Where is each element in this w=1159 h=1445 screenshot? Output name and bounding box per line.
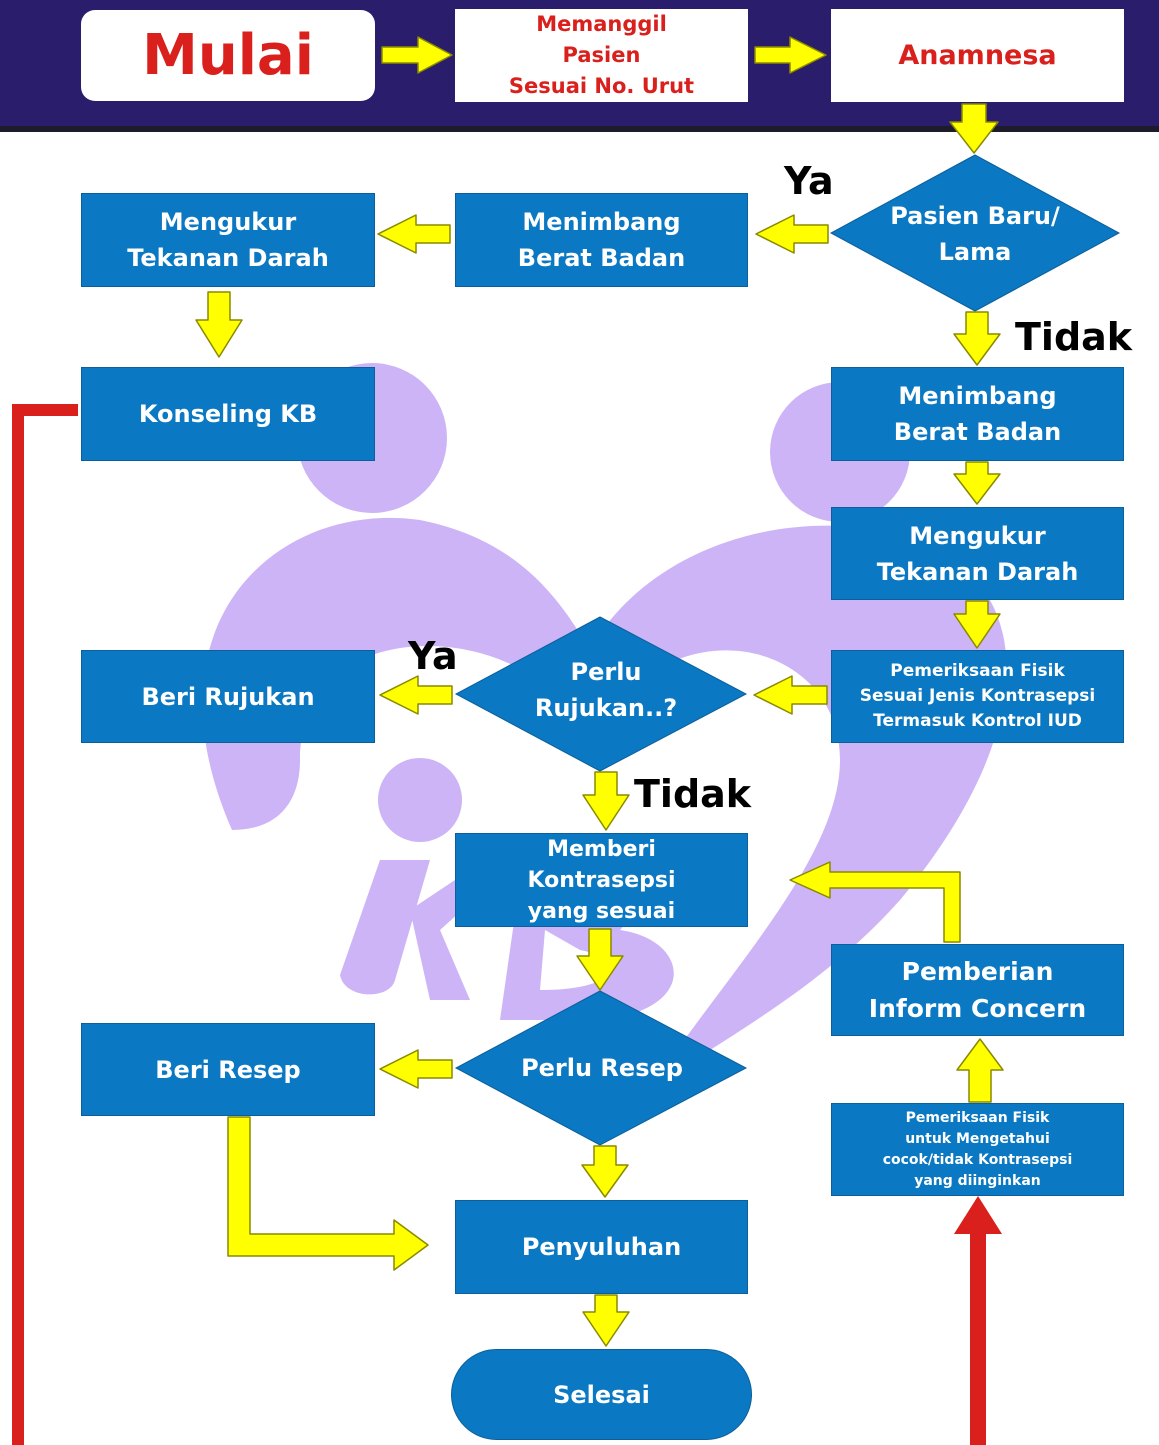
arrow-referral-to-give: [379, 675, 453, 715]
arrow-exam-to-referral: [753, 675, 828, 715]
arrow-education-to-finish: [582, 1294, 630, 1347]
referral-decision-label: Perlu Rujukan..?: [534, 658, 678, 722]
arrow-call-to-anamnesis: [754, 36, 827, 74]
arrow-contraception-to-prescription: [576, 928, 624, 991]
arrow-decision-to-weigh-existing: [953, 311, 1001, 366]
arrow-prescription-to-education: [581, 1145, 629, 1198]
arrow-give-prescription-to-education: [227, 1116, 429, 1271]
yes-label-patient-type: Ya: [784, 159, 834, 203]
anamnesis-node: Anamnesa: [831, 9, 1124, 102]
arrow-referral-to-contraception: [582, 771, 630, 831]
finish-node: Selesai: [451, 1349, 752, 1440]
diamond-patient-type: [829, 154, 1121, 312]
arrow-start-to-call: [381, 36, 453, 74]
measure-blood-pressure-existing-node: Mengukur Tekanan Darah: [831, 507, 1124, 600]
education-node: Penyuluhan: [455, 1200, 748, 1294]
arrow-prescription-to-give: [379, 1049, 453, 1089]
start-node: Mulai: [81, 10, 375, 101]
give-prescription-node: Beri Resep: [81, 1023, 375, 1116]
header-edge: [0, 126, 1159, 132]
no-label-patient-type: Tidak: [1015, 315, 1133, 359]
call-patient-node: Memanggil Pasien Sesuai No. Urut: [455, 9, 748, 102]
prescription-decision-label: Perlu Resep: [521, 1054, 683, 1082]
arrow-weigh-to-pressure: [377, 214, 451, 254]
arrow-decision-to-weigh: [755, 214, 829, 254]
yes-label-referral: Ya: [408, 634, 458, 678]
left-return-line: [12, 404, 78, 1445]
arrow-consent-to-contraception: [789, 861, 961, 943]
counseling-node: Konseling KB: [81, 367, 375, 461]
arrow-weigh-existing-down: [953, 461, 1001, 505]
right-return-shaft: [970, 1232, 986, 1445]
weigh-body-existing-node: Menimbang Berat Badan: [831, 367, 1124, 461]
arrow-pressure-existing-down: [953, 600, 1001, 649]
weigh-body-node: Menimbang Berat Badan: [455, 193, 748, 287]
right-return-arrowhead: [954, 1196, 1002, 1234]
informed-consent-node: Pemberian Inform Concern: [831, 944, 1124, 1036]
diamond-prescription: [454, 990, 748, 1146]
arrow-match-exam-to-consent: [956, 1038, 1004, 1103]
arrow-pressure-to-counseling: [195, 291, 243, 358]
arrows: [195, 36, 1004, 1347]
physical-exam-match-node: Pemeriksaan Fisik untuk Mengetahui cocok…: [831, 1103, 1124, 1196]
give-contraception-node: Memberi Kontrasepsi yang sesuai: [455, 833, 748, 927]
measure-blood-pressure-node: Mengukur Tekanan Darah: [81, 193, 375, 287]
give-referral-node: Beri Rujukan: [81, 650, 375, 743]
arrow-anamnesis-down: [949, 103, 999, 154]
red-return-lines: [12, 404, 1002, 1445]
diamond-referral: [454, 616, 748, 772]
patient-type-decision-label: Pasien Baru/ Lama: [890, 202, 1060, 266]
no-label-referral: Tidak: [634, 772, 752, 816]
physical-exam-iud-node: Pemeriksaan Fisik Sesuai Jenis Kontrasep…: [831, 650, 1124, 743]
